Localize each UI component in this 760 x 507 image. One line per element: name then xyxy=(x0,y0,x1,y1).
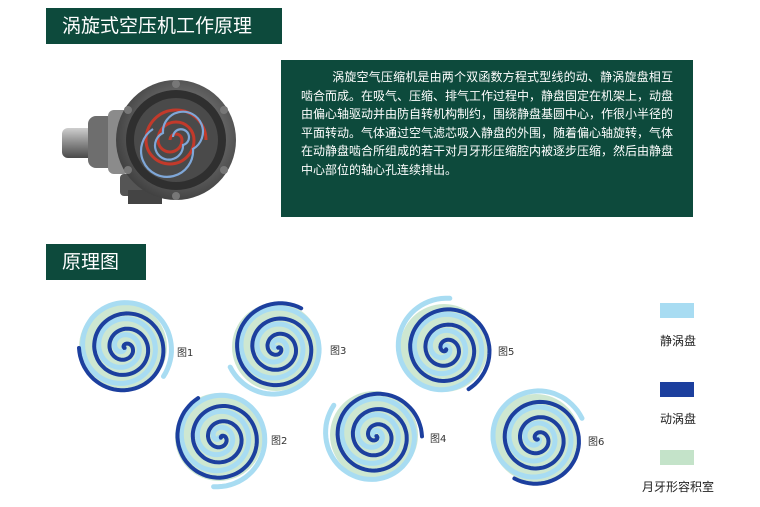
orbiting-scroll xyxy=(502,399,581,486)
section-title: 原理图 xyxy=(46,244,146,280)
fixed-scroll xyxy=(178,392,268,490)
scroll-figure-4: 图4 xyxy=(323,391,446,482)
figure-label-4: 图4 xyxy=(430,433,446,445)
figure-label-5: 图5 xyxy=(498,346,514,358)
figure-label-2: 图2 xyxy=(271,435,287,447)
compressor-photo xyxy=(62,80,236,204)
legend-label-orbiting-scroll: 动涡盘 xyxy=(659,412,696,426)
scroll-figure-6: 图6 xyxy=(490,388,604,486)
scroll-figure-1: 图1 xyxy=(77,300,193,393)
scroll-figure-2: 图2 xyxy=(175,392,287,490)
legend-swatch-chamber xyxy=(660,450,694,465)
figure-label-6: 图6 xyxy=(588,436,604,448)
figure-label-1: 图1 xyxy=(177,347,193,359)
description-box: 涡旋空气压缩机是由两个双函数方程式型线的动、静涡旋盘相互啮合而成。在吸气、压缩、… xyxy=(281,60,693,217)
description-text: 涡旋空气压缩机是由两个双函数方程式型线的动、静涡旋盘相互啮合而成。在吸气、压缩、… xyxy=(301,70,674,177)
fixed-scroll xyxy=(227,305,322,397)
fixed-scroll xyxy=(80,300,174,386)
orbiting-scroll xyxy=(175,396,259,480)
legend-label-chamber: 月牙形容积室 xyxy=(641,480,714,494)
scroll-figure-3: 图3 xyxy=(227,301,346,397)
fixed-scroll xyxy=(323,396,417,482)
fixed-scroll xyxy=(490,388,585,480)
orbiting-scroll xyxy=(77,311,166,393)
orbiting-scroll xyxy=(235,301,314,388)
scroll-diagram: 图1 图2 图3 图4 图5 图6 xyxy=(77,295,604,490)
legend-swatch-orbiting-scroll xyxy=(660,382,694,397)
scroll-figure-5: 图5 xyxy=(395,295,514,393)
fixed-scroll xyxy=(395,295,485,393)
legend-label-fixed-scroll: 静涡盘 xyxy=(659,334,696,348)
figure-label-3: 图3 xyxy=(330,345,346,357)
orbiting-scroll xyxy=(408,307,492,392)
legend-swatch-fixed-scroll xyxy=(660,303,694,318)
page-title: 涡旋式空压机工作原理 xyxy=(46,8,282,44)
orbiting-scroll xyxy=(335,391,424,473)
